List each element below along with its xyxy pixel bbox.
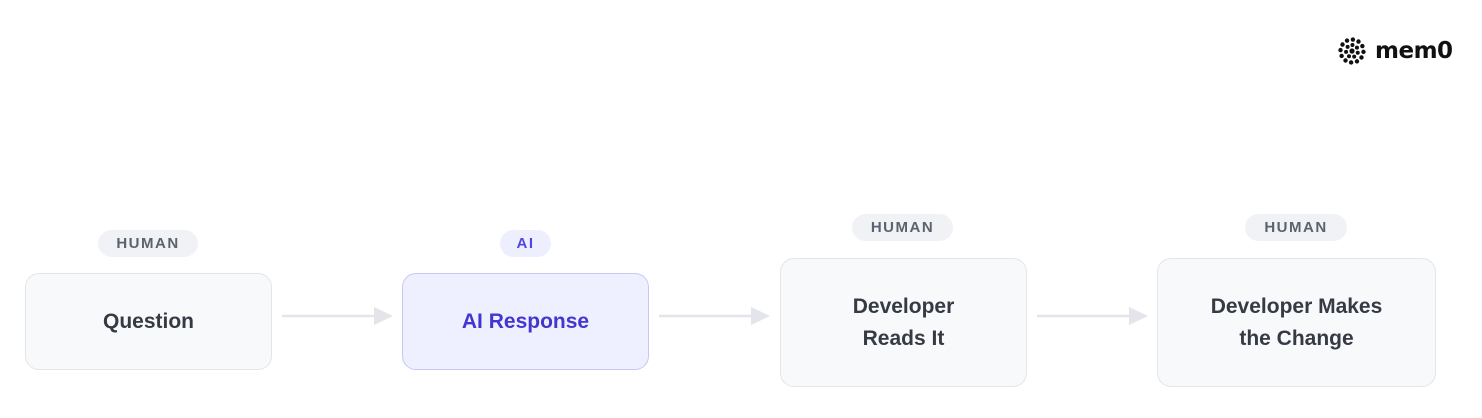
mem0-logo: mem0 — [1337, 34, 1453, 68]
arrow-3-to-4 — [1037, 306, 1149, 326]
logo-dot — [1349, 48, 1355, 54]
logo-dot — [1344, 49, 1349, 54]
arrow-2-to-3 — [659, 306, 771, 326]
step-4-node-developer-makes-change: Developer Makes the Change — [1157, 258, 1436, 387]
logo-dot — [1338, 47, 1343, 53]
logo-dot — [1345, 44, 1350, 49]
logo-dot — [1343, 58, 1348, 63]
logo-dot — [1354, 59, 1360, 64]
logo-dot — [1348, 60, 1354, 65]
logo-dot — [1361, 49, 1366, 55]
arrow-1-to-2 — [282, 306, 394, 326]
logo-dot — [1339, 53, 1344, 59]
logo-dot — [1350, 43, 1355, 48]
step-2-node-ai-response: AI Response — [402, 273, 649, 370]
step-3-badge: HUMAN — [852, 214, 953, 241]
step-2-badge: AI — [500, 230, 551, 257]
step-1-badge: HUMAN — [98, 230, 198, 257]
logo-dot — [1344, 38, 1350, 43]
logo-dot — [1340, 42, 1345, 47]
step-1-node-question: Question — [25, 273, 272, 370]
step-3-node-developer-reads: Developer Reads It — [780, 258, 1027, 387]
logo-text: mem0 — [1375, 37, 1453, 64]
logo-dot — [1355, 50, 1360, 55]
logo-dot — [1356, 39, 1361, 44]
logo-dot — [1354, 45, 1359, 50]
logo-dot — [1350, 37, 1356, 42]
logo-dot — [1352, 54, 1357, 59]
logo-dot — [1359, 55, 1364, 60]
logo-dot — [1347, 54, 1351, 59]
step-4-badge: HUMAN — [1245, 214, 1347, 241]
mem0-dots-icon — [1337, 36, 1367, 66]
logo-dot — [1360, 43, 1365, 49]
